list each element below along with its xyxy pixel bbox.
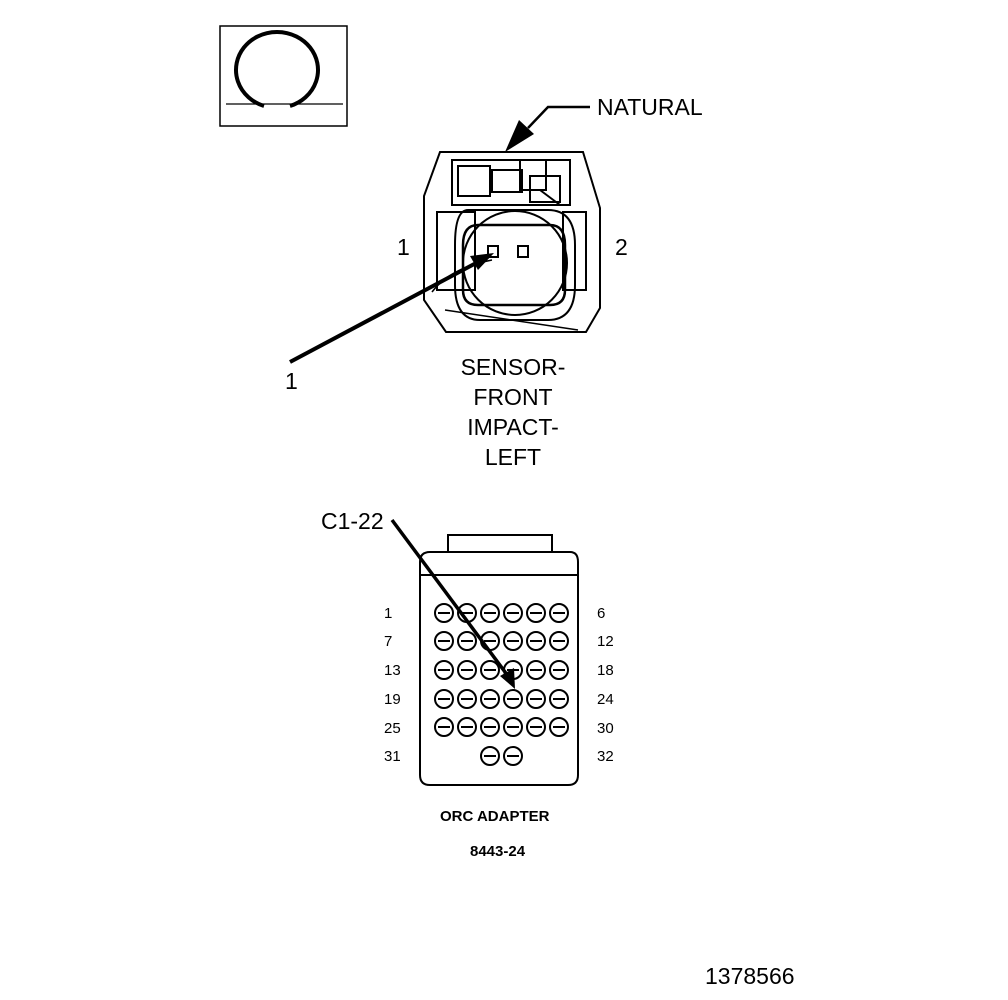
row-left-number: 13 [384, 662, 401, 679]
row-left-number: 1 [384, 605, 393, 622]
row-right-number: 24 [597, 691, 614, 708]
row-right-number: 18 [597, 662, 614, 679]
callout-1-label: 1 [285, 368, 298, 394]
sensor-title-line: SENSOR- [460, 354, 566, 380]
c1-22-callout-arrow [390, 518, 515, 689]
pin-1-label: 1 [397, 234, 410, 260]
sensor-title-line: IMPACT- [467, 414, 559, 440]
figure-id: 1378566 [705, 963, 795, 989]
adapter-name: ORC ADAPTER [440, 808, 550, 825]
pin-1-callout-arrow [289, 253, 494, 364]
row-right-number: 32 [597, 748, 614, 765]
natural-label: NATURAL [597, 94, 703, 120]
row-right-number: 30 [597, 720, 614, 737]
sensor-title-line: LEFT [484, 444, 542, 470]
row-left-number: 7 [384, 633, 393, 650]
adapter-number: 8443-24 [470, 843, 526, 860]
row-left-number: 25 [384, 720, 401, 737]
adapter-pin-grid [434, 603, 569, 766]
sensor-connector [423, 151, 601, 333]
row-right-number: 6 [597, 605, 606, 622]
orc-adapter-connector [419, 534, 579, 786]
row-left-number: 31 [384, 748, 401, 765]
pin-2-label: 2 [615, 234, 628, 260]
omega-symbol-icon [219, 25, 348, 127]
c1-22-label: C1-22 [321, 508, 384, 534]
row-right-number: 12 [597, 633, 614, 650]
natural-leader-arrow [505, 105, 590, 152]
sensor-title: SENSOR- FRONT IMPACT- LEFT [418, 352, 608, 472]
row-left-number: 19 [384, 691, 401, 708]
sensor-title-line: FRONT [473, 384, 553, 410]
